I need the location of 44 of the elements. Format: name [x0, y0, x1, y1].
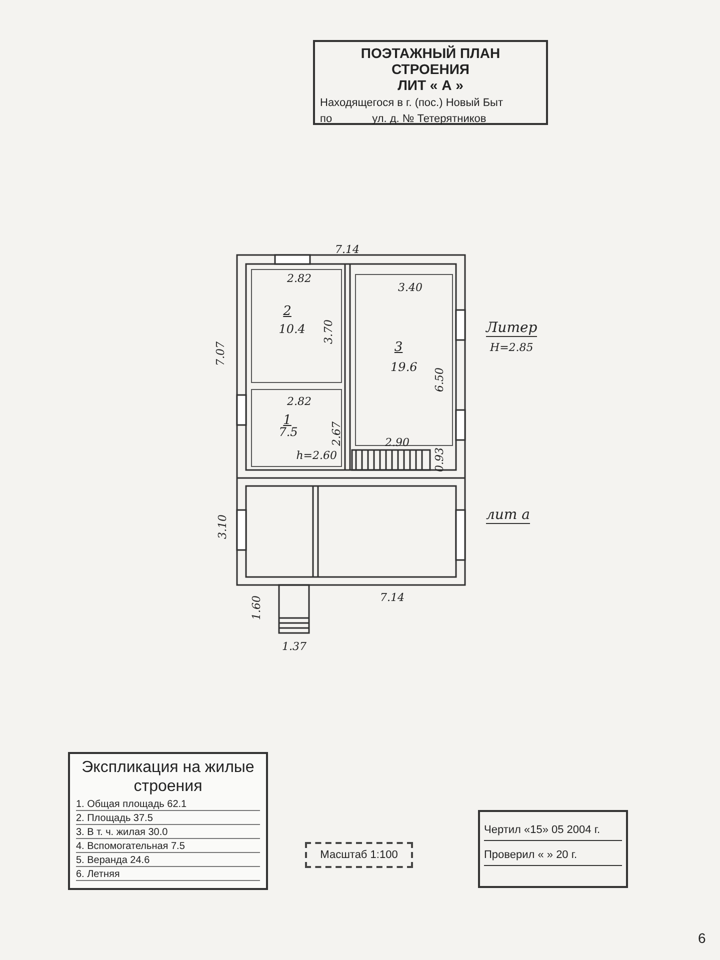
plan-subtitle: ЛИТ « А » [396, 77, 464, 93]
dimension-label: 3.10 [216, 514, 229, 539]
dimension-label: 3.40 [398, 281, 422, 294]
explication-table [68, 752, 268, 890]
title-block [313, 40, 548, 125]
table-row: 1. Общая площадь 62.1 [76, 799, 260, 811]
scale-stamp [305, 842, 413, 868]
room-number: 3 [394, 340, 403, 355]
room-number: 2 [283, 304, 292, 319]
dimension-label: 7.14 [380, 591, 404, 604]
dimension-label: 2.82 [287, 272, 312, 285]
room-outline [355, 274, 453, 446]
dimension-label: 1.37 [282, 640, 306, 653]
dimension-label: 6.50 [433, 368, 446, 392]
address-line: Находящегося в г. (пос.) Новый Быт [320, 97, 504, 109]
page-number: 6 [698, 930, 706, 946]
dimension-label: 2.82 [287, 395, 312, 408]
address-line: по [320, 113, 332, 125]
room-outline [251, 269, 342, 383]
dimension-label: 3.70 [322, 320, 335, 344]
building-letter-label: Литер [486, 320, 538, 337]
table-row: 3. В т. ч. жилая 30.0 [76, 827, 260, 839]
ceiling-height: h=2.60 [296, 449, 337, 462]
signature-line: Чертил «15» 05 2004 г. [484, 816, 622, 841]
dimension-label: 1.60 [250, 596, 263, 620]
address-line: ул. д. № Тетерятников [372, 113, 486, 125]
plan-title: ПОЭТАЖНЫЙ ПЛАН СТРОЕНИЯ [360, 45, 502, 77]
table-row: 2. Площадь 37.5 [76, 813, 260, 825]
dimension-label: 7.14 [335, 243, 360, 256]
scale-text: Масштаб 1:100 [319, 848, 399, 863]
dimension-label: 0.93 [433, 448, 446, 472]
room-area: 19.6 [390, 360, 418, 374]
signature-block [478, 810, 628, 888]
height-label: H=2.85 [490, 341, 534, 354]
table-row: 5. Веранда 24.6 [76, 855, 260, 867]
dimension-label: 7.07 [214, 342, 227, 366]
table-row: 6. Летняя [76, 869, 260, 881]
dimension-label: 2.67 [330, 422, 343, 446]
signature-line: Проверил « » 20 г. [484, 841, 622, 866]
table-row: 4. Вспомогательная 7.5 [76, 841, 260, 853]
building-letter-label: лит а [486, 507, 530, 524]
room-outline [251, 389, 342, 467]
room-area: 10.4 [278, 322, 306, 336]
table-heading: Экспликация на жилые строения [80, 758, 256, 796]
